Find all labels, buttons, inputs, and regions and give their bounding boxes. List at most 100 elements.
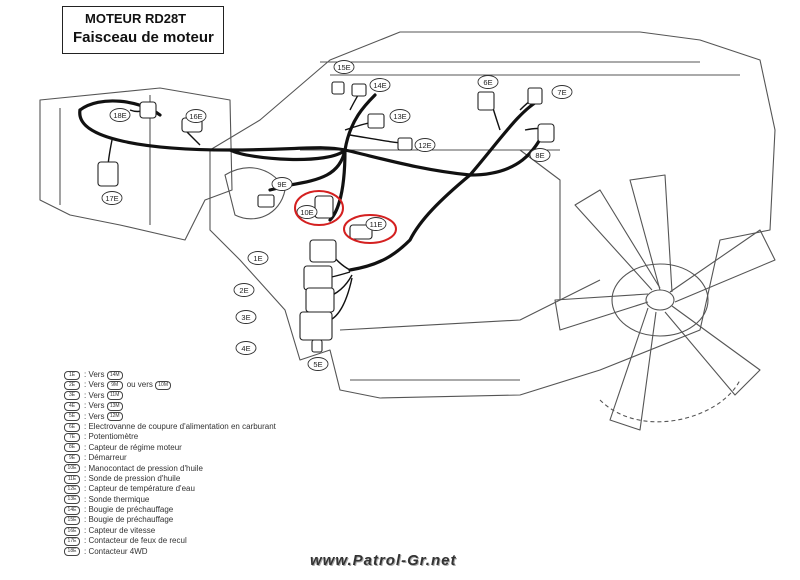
legend-text: : Démarreur xyxy=(84,453,127,463)
legend-row-17E: 17E: Contacteur de feux de recul xyxy=(64,536,394,546)
connector-body-2E xyxy=(303,265,333,291)
connector-body-18E xyxy=(139,101,157,119)
legend-row-5E: 5E: Vers 12M xyxy=(64,412,394,422)
legend-code: 4E xyxy=(64,401,80,411)
legend-row-13E: 13E: Sonde thermique xyxy=(64,495,394,505)
connector-label-15E: 15E xyxy=(333,60,355,74)
legend-text: : Capteur de température d'eau xyxy=(84,484,195,494)
connector-label-18E: 18E xyxy=(109,108,131,122)
connector-label-oval xyxy=(185,109,207,123)
legend-row-8E: 8E : Capteur de régime moteur xyxy=(64,443,394,453)
fan-blade-3 xyxy=(664,305,761,396)
legend-code: 18E xyxy=(64,547,80,557)
connector-label-oval xyxy=(551,85,573,99)
connector-label-text: 7E xyxy=(557,88,566,97)
legend-code: 9E xyxy=(64,453,80,463)
connector-label-14E: 14E xyxy=(369,78,391,92)
connector-body-17E xyxy=(97,161,119,187)
legend-code: 15E xyxy=(64,516,80,526)
highlight-markers xyxy=(294,190,397,244)
connector-label-7E: 7E xyxy=(551,85,573,99)
fan-blade-4 xyxy=(609,307,657,431)
connector-label-text: 8E xyxy=(535,151,544,160)
connector-label-text: 2E xyxy=(239,286,248,295)
connector-body-8E xyxy=(537,123,555,143)
connector-label-oval xyxy=(389,109,411,123)
legend-text: : Vers xyxy=(84,380,107,390)
connector-body-3E xyxy=(305,287,335,313)
legend-ref-secondary: 10M xyxy=(155,381,172,391)
legend-row-1E: 1E: Vers 14M xyxy=(64,370,394,380)
connector-label-oval xyxy=(307,357,329,371)
legend-code: 1E xyxy=(64,370,80,380)
legend-code: 8E xyxy=(64,443,80,453)
legend-text: : Bougie de préchauffage xyxy=(84,515,174,525)
connector-label-oval xyxy=(233,283,255,297)
connector-label-text: 3E xyxy=(241,313,250,322)
connector-label-oval xyxy=(247,251,269,265)
legend-code: 7E xyxy=(64,433,80,443)
legend-code: 10E xyxy=(64,464,80,474)
legend-row-16E: 16E: Capteur de vitesse xyxy=(64,526,394,536)
connector-label-text: 9E xyxy=(277,180,286,189)
connector-body-15E xyxy=(331,81,345,95)
legend-row-14E: 14E : Bougie de préchauffage xyxy=(64,505,394,515)
connector-label-text: 11E xyxy=(370,220,383,229)
legend-text: : Bougie de préchauffage xyxy=(84,505,174,515)
connector-label-11E: 11E xyxy=(365,217,387,231)
connector-label-oval xyxy=(101,191,123,205)
legend-row-9E: 9E : Démarreur xyxy=(64,453,394,463)
legend-text: : Capteur de régime moteur xyxy=(84,442,182,452)
connector-body-6E xyxy=(477,91,495,111)
legend-text: : Contacteur de feux de recul xyxy=(84,536,187,546)
title-model: MOTEUR RD28T xyxy=(85,11,187,26)
legend-text: : Vers xyxy=(84,401,107,411)
connector-label-text: 13E xyxy=(393,112,406,121)
legend-code: 14E xyxy=(64,505,80,515)
fan-blade-5 xyxy=(554,293,649,331)
connector-body-9E xyxy=(257,194,275,208)
connector-label-text: 18E xyxy=(113,111,126,120)
harness-wire-to-12E xyxy=(349,134,406,144)
connector-body-1E xyxy=(309,239,337,263)
connector-label-oval xyxy=(414,138,436,152)
connector-label-oval xyxy=(235,310,257,324)
fan-center xyxy=(645,289,675,311)
harness-branch-left xyxy=(228,148,347,162)
legend-row-12E: 12E: Capteur de température d'eau xyxy=(64,484,394,494)
legend-row-4E: 4E : Vers 13M xyxy=(64,401,394,411)
fan-hub xyxy=(611,263,709,337)
legend-ref: 13M xyxy=(106,401,123,411)
connector-label-text: 1E xyxy=(253,254,262,263)
gearbox-detail xyxy=(59,95,151,225)
connector-label-oval xyxy=(529,148,551,162)
fan-blade-1 xyxy=(629,174,673,293)
legend-text: : Vers xyxy=(84,390,107,400)
connector-label-9E: 9E xyxy=(271,177,293,191)
legend-row-15E: 15E : Bougie de préchauffage xyxy=(64,515,394,526)
connector-label-4E: 4E xyxy=(235,341,257,355)
harness-down-right xyxy=(348,173,472,272)
legend-text: : Capteur de vitesse xyxy=(84,525,156,535)
connector-label-oval xyxy=(271,177,293,191)
connector-body-4E xyxy=(299,311,333,341)
legend-text-secondary: ou vers xyxy=(126,380,156,390)
connector-label-6E: 6E xyxy=(477,75,499,89)
legend-text: : Sonde thermique xyxy=(84,494,150,504)
connector-label-text: 17E xyxy=(105,194,118,203)
title-subject: Faisceau de moteur xyxy=(73,29,214,46)
gearbox-outline xyxy=(39,87,233,241)
connector-label-text: 4E xyxy=(241,344,250,353)
legend-row-3E: 3E: Vers 11M xyxy=(64,391,394,401)
fan-blade-2 xyxy=(669,229,776,303)
fan-blade-6 xyxy=(574,189,661,291)
connector-body-11E xyxy=(349,224,373,240)
connector-label-13E: 13E xyxy=(389,109,411,123)
legend-text: : Contacteur 4WD xyxy=(84,546,148,556)
legend-text: : Vers xyxy=(84,411,107,421)
connector-label-16E: 16E xyxy=(185,109,207,123)
highlight-circle-10E xyxy=(294,190,344,226)
connector-label-text: 14E xyxy=(373,81,386,90)
connector-labels: 1E2E3E4E5E6E7E8E9E10E11E12E13E14E15E16E1… xyxy=(101,60,573,371)
